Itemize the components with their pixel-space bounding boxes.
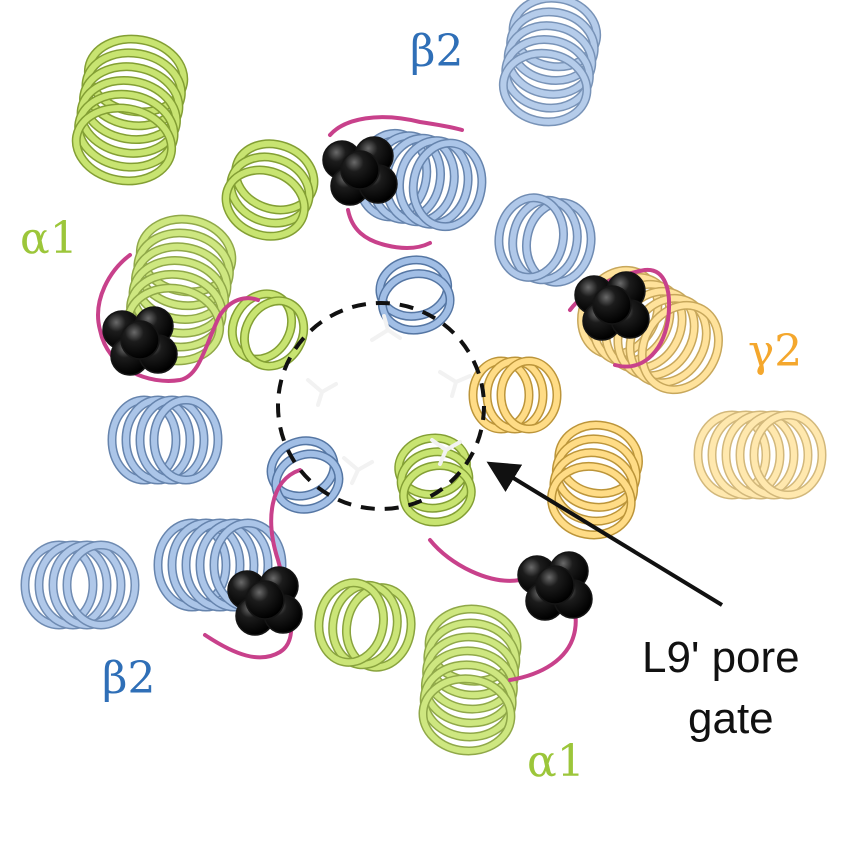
helix-beta2-top-outer	[498, 0, 602, 127]
sidechain-2	[306, 378, 338, 407]
helix-alpha1-m2-left	[227, 289, 309, 371]
sidechain-3	[438, 370, 472, 398]
spheres-gamma2	[574, 271, 650, 341]
spheres-alpha1-bottom	[517, 551, 593, 621]
label-beta2-top: β2	[410, 26, 463, 77]
helix-alpha1-bottom-outer	[418, 604, 522, 756]
sidechain-4	[342, 456, 374, 485]
helix-alpha1-left-short	[221, 139, 319, 241]
l9-sidechains	[306, 314, 472, 485]
gate-label-line2: gate	[688, 694, 774, 743]
helix-beta2-m2-top	[375, 255, 455, 335]
spheres-beta2-bottom	[227, 566, 303, 636]
loop-alpha1-left	[96, 253, 260, 383]
sidechain-1	[370, 314, 402, 342]
spheres-alpha1-left	[102, 306, 178, 376]
pore-circle	[276, 301, 486, 511]
sidechain-5	[430, 438, 462, 466]
helix-gamma2-lower	[547, 420, 643, 540]
loop-beta2-top-lower	[346, 208, 432, 250]
helix-alpha1-m2-bottom	[394, 433, 476, 527]
sphere-layer	[102, 136, 650, 636]
helix-beta2-bottom-outer	[20, 540, 140, 630]
helix-layer	[20, 0, 827, 756]
helix-beta2-left	[107, 395, 223, 485]
helix-gamma2-far	[693, 410, 827, 500]
label-beta2-bottom: β2	[102, 653, 155, 704]
label-alpha1-left: α1	[20, 213, 78, 264]
label-gamma2: γ2	[748, 326, 802, 377]
gate-label-line1: L9' pore	[642, 633, 800, 682]
pore-gate-arrow	[486, 461, 724, 607]
label-alpha1-bottom: α1	[527, 736, 585, 787]
helix-alpha1-left-outer	[71, 34, 189, 186]
helix-gamma-side-beta	[494, 193, 596, 287]
helix-beta2-bottom-mid	[153, 518, 287, 612]
loop-beta2-top	[328, 115, 464, 137]
helix-gamma2-m2	[468, 356, 562, 434]
helix-alpha1-bottom-inner	[314, 578, 416, 672]
spheres-beta2-top	[322, 136, 398, 206]
